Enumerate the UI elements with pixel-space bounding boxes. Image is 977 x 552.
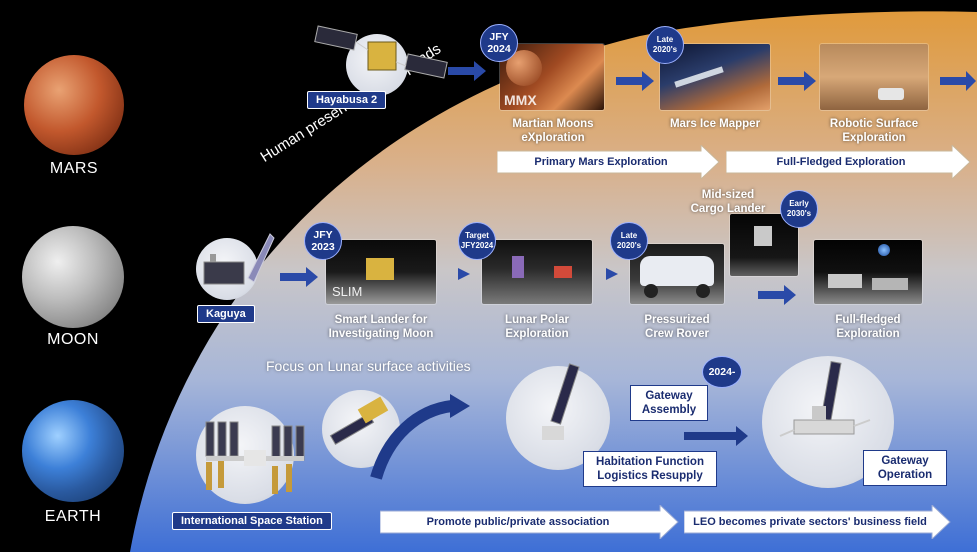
cargo-vehicle-icon bbox=[329, 396, 389, 446]
iss-tag: International Space Station bbox=[172, 512, 332, 530]
arrow-right-icon bbox=[448, 61, 486, 81]
iss-station-icon bbox=[205, 421, 305, 494]
cargo-lander-image bbox=[730, 214, 798, 276]
full-fledged-moon-image bbox=[814, 240, 922, 304]
slim-logo: SLIM bbox=[332, 284, 363, 299]
mars-label: MARS bbox=[49, 160, 99, 177]
arrow-right-icon bbox=[758, 285, 796, 305]
triangle-right-icon bbox=[458, 268, 470, 280]
mars-planet bbox=[24, 55, 124, 155]
mars-ice-mapper-caption: Mars Ice Mapper bbox=[669, 118, 761, 130]
crew-rover-image bbox=[630, 244, 724, 304]
arrow-right-icon bbox=[684, 426, 748, 446]
public-private-band: Promote public/private association bbox=[379, 503, 680, 541]
moon-label: MOON bbox=[47, 331, 99, 348]
lunar-polar-image bbox=[482, 240, 592, 304]
full-fledged-mars-band: Full-Fledged Exploration bbox=[725, 143, 972, 181]
curved-arrow-icon bbox=[370, 394, 470, 480]
hayabusa-spacecraft-icon bbox=[314, 25, 448, 79]
arrow-right-icon bbox=[280, 267, 318, 287]
moon-planet bbox=[22, 226, 124, 328]
arrow-right-icon bbox=[616, 71, 654, 91]
earth-planet bbox=[22, 400, 124, 502]
arrow-right-icon bbox=[778, 71, 816, 91]
focus-lunar-text: Focus on Lunar surface activities bbox=[266, 358, 471, 374]
gateway-year-badge: 2024- bbox=[702, 356, 742, 388]
earth-label: EARTH bbox=[44, 508, 102, 525]
mmx-image: MMX bbox=[500, 44, 604, 110]
arrow-right-icon bbox=[940, 71, 976, 91]
primary-mars-band: Primary Mars Exploration bbox=[496, 143, 721, 181]
gateway-station-icon bbox=[779, 360, 871, 437]
leo-private-band: LEO becomes private sectors' business fi… bbox=[683, 503, 952, 541]
slim-image: SLIM bbox=[326, 240, 436, 304]
mmx-logo: MMX bbox=[504, 92, 537, 108]
habitation-module-icon bbox=[542, 363, 580, 440]
robotic-surface-image bbox=[820, 44, 928, 110]
kaguya-tag: Kaguya bbox=[197, 305, 255, 323]
triangle-right-icon bbox=[606, 268, 618, 280]
hayabusa-tag: Hayabusa 2 bbox=[307, 91, 387, 109]
kaguya-spacecraft-icon bbox=[203, 233, 275, 285]
